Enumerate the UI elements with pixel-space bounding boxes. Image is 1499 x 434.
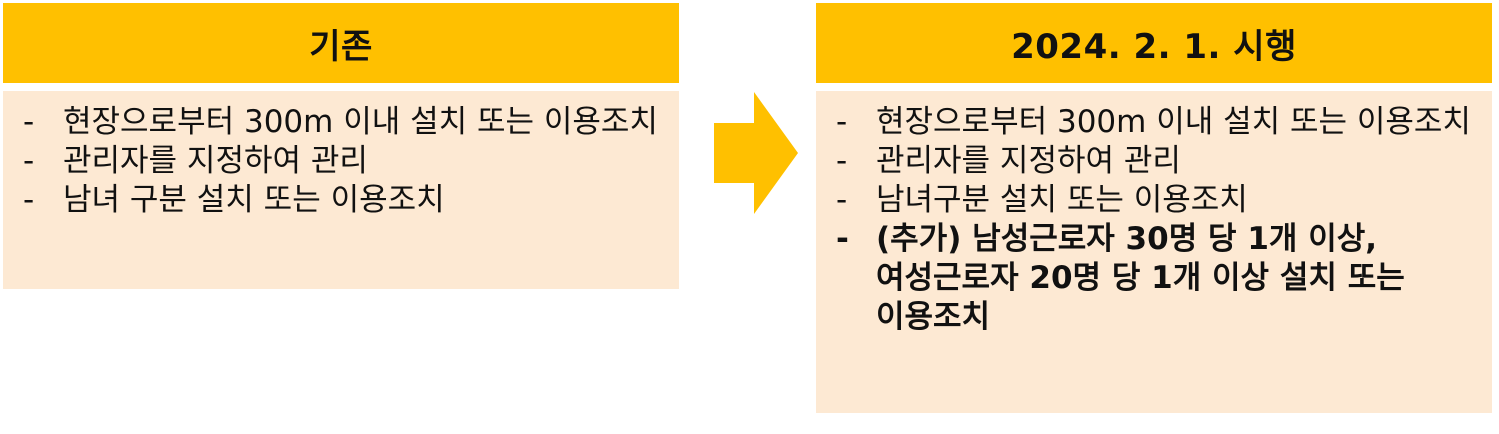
before-title: 기존 bbox=[3, 3, 679, 83]
list-item: - 현장으로부터 300m 이내 설치 또는 이용조치 bbox=[832, 103, 1478, 142]
arrow-shape bbox=[714, 92, 798, 214]
item-text: 관리자를 지정하여 관리 bbox=[63, 143, 368, 179]
item-text: 현장으로부터 300m 이내 설치 또는 이용조치 bbox=[876, 104, 1471, 140]
list-item: - 남녀구분 설치 또는 이용조치 bbox=[832, 181, 1478, 220]
after-list: - 현장으로부터 300m 이내 설치 또는 이용조치 - 관리자를 지정하여 … bbox=[816, 91, 1492, 413]
list-item: - 현장으로부터 300m 이내 설치 또는 이용조치 bbox=[19, 103, 665, 142]
bullet: - bbox=[836, 182, 848, 218]
item-text: 남녀구분 설치 또는 이용조치 bbox=[876, 182, 1248, 218]
list-item: - 관리자를 지정하여 관리 bbox=[19, 142, 665, 181]
bullet: - bbox=[23, 104, 35, 140]
right-arrow-icon bbox=[714, 92, 798, 214]
after-title: 2024. 2. 1. 시행 bbox=[816, 3, 1492, 83]
after-panel: 2024. 2. 1. 시행 - 현장으로부터 300m 이내 설치 또는 이용… bbox=[816, 3, 1492, 413]
bullet: - bbox=[836, 143, 848, 179]
item-text: 관리자를 지정하여 관리 bbox=[876, 143, 1181, 179]
before-list: - 현장으로부터 300m 이내 설치 또는 이용조치 - 관리자를 지정하여 … bbox=[3, 91, 679, 289]
bullet: - bbox=[23, 143, 35, 179]
item-text: 남녀 구분 설치 또는 이용조치 bbox=[63, 182, 445, 218]
bullet: - bbox=[836, 221, 849, 257]
bullet: - bbox=[836, 104, 848, 140]
list-item: - 관리자를 지정하여 관리 bbox=[832, 142, 1478, 181]
item-text: 현장으로부터 300m 이내 설치 또는 이용조치 bbox=[63, 104, 658, 140]
before-panel: 기존 - 현장으로부터 300m 이내 설치 또는 이용조치 - 관리자를 지정… bbox=[3, 3, 679, 289]
list-item: - 남녀 구분 설치 또는 이용조치 bbox=[19, 181, 665, 220]
item-text: (추가) 남성근로자 30명 당 1개 이상, 여성근로자 20명 당 1개 이… bbox=[876, 221, 1405, 335]
bullet: - bbox=[23, 182, 35, 218]
list-item-added: - (추가) 남성근로자 30명 당 1개 이상, 여성근로자 20명 당 1개… bbox=[832, 220, 1478, 337]
